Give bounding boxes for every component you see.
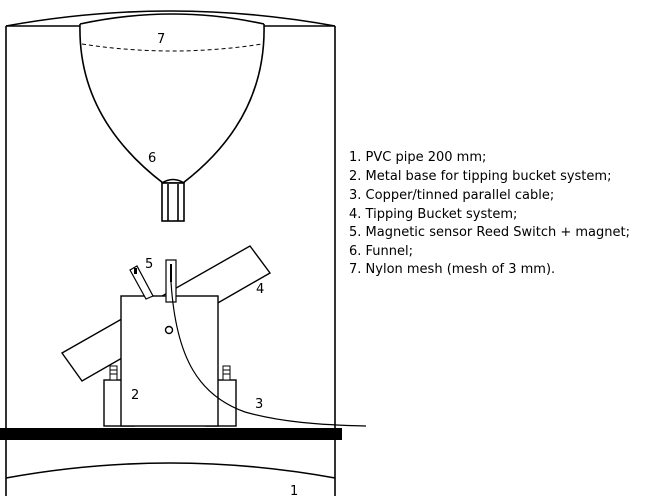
ground-plate [0,428,342,440]
legend-item: 5. Magnetic sensor Reed Switch + magnet; [349,225,630,240]
callout-funnel: 6 [148,151,156,166]
callout-bucket: 4 [256,282,264,297]
metal-base [103,295,237,427]
legend-item: 3. Copper/tinned parallel cable; [349,188,554,203]
pivot-hole [164,325,174,335]
magnet [129,265,154,300]
base-housing [120,295,219,427]
legend-item: 7. Nylon mesh (mesh of 3 mm). [349,262,555,277]
parallel-cable [170,281,367,427]
legend-item: 1. PVC pipe 200 mm; [349,150,486,165]
callout-sensor: 5 [145,257,153,272]
callout-cable: 3 [255,397,263,412]
pipe-top-rim [5,10,336,27]
legend-item: 4. Tipping Bucket system; [349,207,517,222]
base-bolt-right [222,365,231,381]
funnel-spout [161,178,185,222]
funnel [79,13,265,222]
legend-item: 2. Metal base for tipping bucket system; [349,169,611,184]
callout-base: 2 [131,388,139,403]
nylon-mesh [81,43,263,52]
callout-mesh: 7 [157,32,165,47]
pipe-bottom-rim [5,462,336,479]
legend: 1. PVC pipe 200 mm; 2. Metal base for ti… [349,150,630,277]
funnel-top-edge [79,13,265,25]
callout-pipe: 1 [290,484,298,496]
reed-switch-sensor [129,259,177,303]
base-bolt-left [109,365,118,381]
legend-item: 6. Funnel; [349,244,413,259]
pvc-pipe [5,10,336,496]
